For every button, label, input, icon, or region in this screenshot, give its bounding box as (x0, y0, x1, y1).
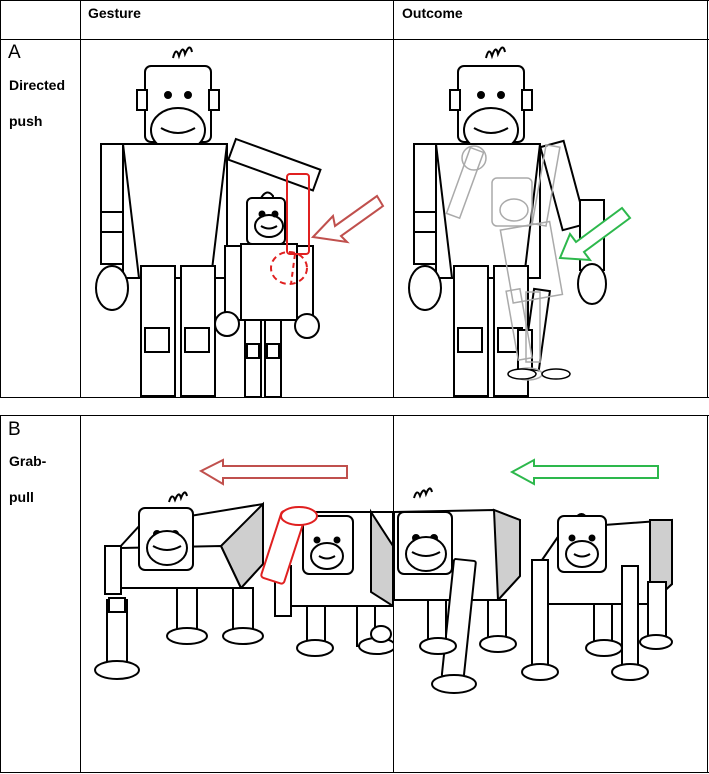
table-top-border (0, 0, 709, 1)
row-b-letter: B (8, 419, 21, 440)
header-gesture: Gesture (88, 5, 141, 21)
row-a-letter: A (8, 42, 21, 63)
row-a-bottom-border (0, 397, 709, 398)
column-divider-1-b (80, 415, 81, 773)
table-left-border (0, 0, 1, 398)
directed-push-gesture-illustration (81, 40, 393, 397)
table-bottom-border (0, 772, 709, 773)
table-right-border (707, 0, 708, 398)
row-b-top-border (0, 415, 709, 416)
row-b-label-line2: pull (9, 489, 34, 505)
column-divider-1 (80, 0, 81, 398)
row-a-label-line1: Directed (9, 77, 66, 93)
table-right-border-b (707, 415, 708, 773)
row-b-label-line1: Grab- (9, 453, 47, 469)
header-bottom-border (0, 39, 709, 40)
directed-push-outcome-illustration (394, 40, 707, 397)
grab-pull-gesture-illustration (81, 416, 393, 772)
grab-pull-outcome-illustration (394, 416, 707, 772)
column-divider-2 (393, 0, 394, 398)
table-left-border-b (0, 415, 1, 773)
header-outcome: Outcome (402, 5, 463, 21)
row-a-label-line2: push (9, 113, 43, 129)
